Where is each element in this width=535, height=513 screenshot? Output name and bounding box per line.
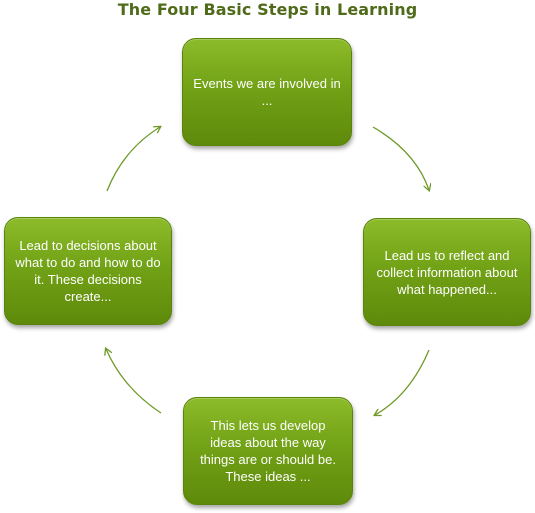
step-box-decisions: Lead to decisions about what to do and h… [4, 217, 172, 325]
arrow-left-to-top [106, 127, 160, 192]
arrow-bottom-to-left [106, 349, 162, 414]
diagram-title: The Four Basic Steps in Learning [117, 0, 418, 19]
step-text-decisions: Lead to decisions about what to do and h… [15, 238, 161, 304]
arrow-right-to-bottom [375, 349, 430, 415]
step-text-events: Events we are involved in ... [193, 76, 341, 108]
step-text-reflect: Lead us to reflect and collect informati… [376, 247, 518, 297]
step-box-reflect: Lead us to reflect and collect informati… [363, 218, 531, 326]
arrow-top-to-right [372, 126, 429, 190]
step-box-ideas: This lets us develop ideas about the way… [183, 397, 353, 505]
step-box-events: Events we are involved in ... [182, 38, 352, 146]
step-text-ideas: This lets us develop ideas about the way… [200, 418, 336, 484]
